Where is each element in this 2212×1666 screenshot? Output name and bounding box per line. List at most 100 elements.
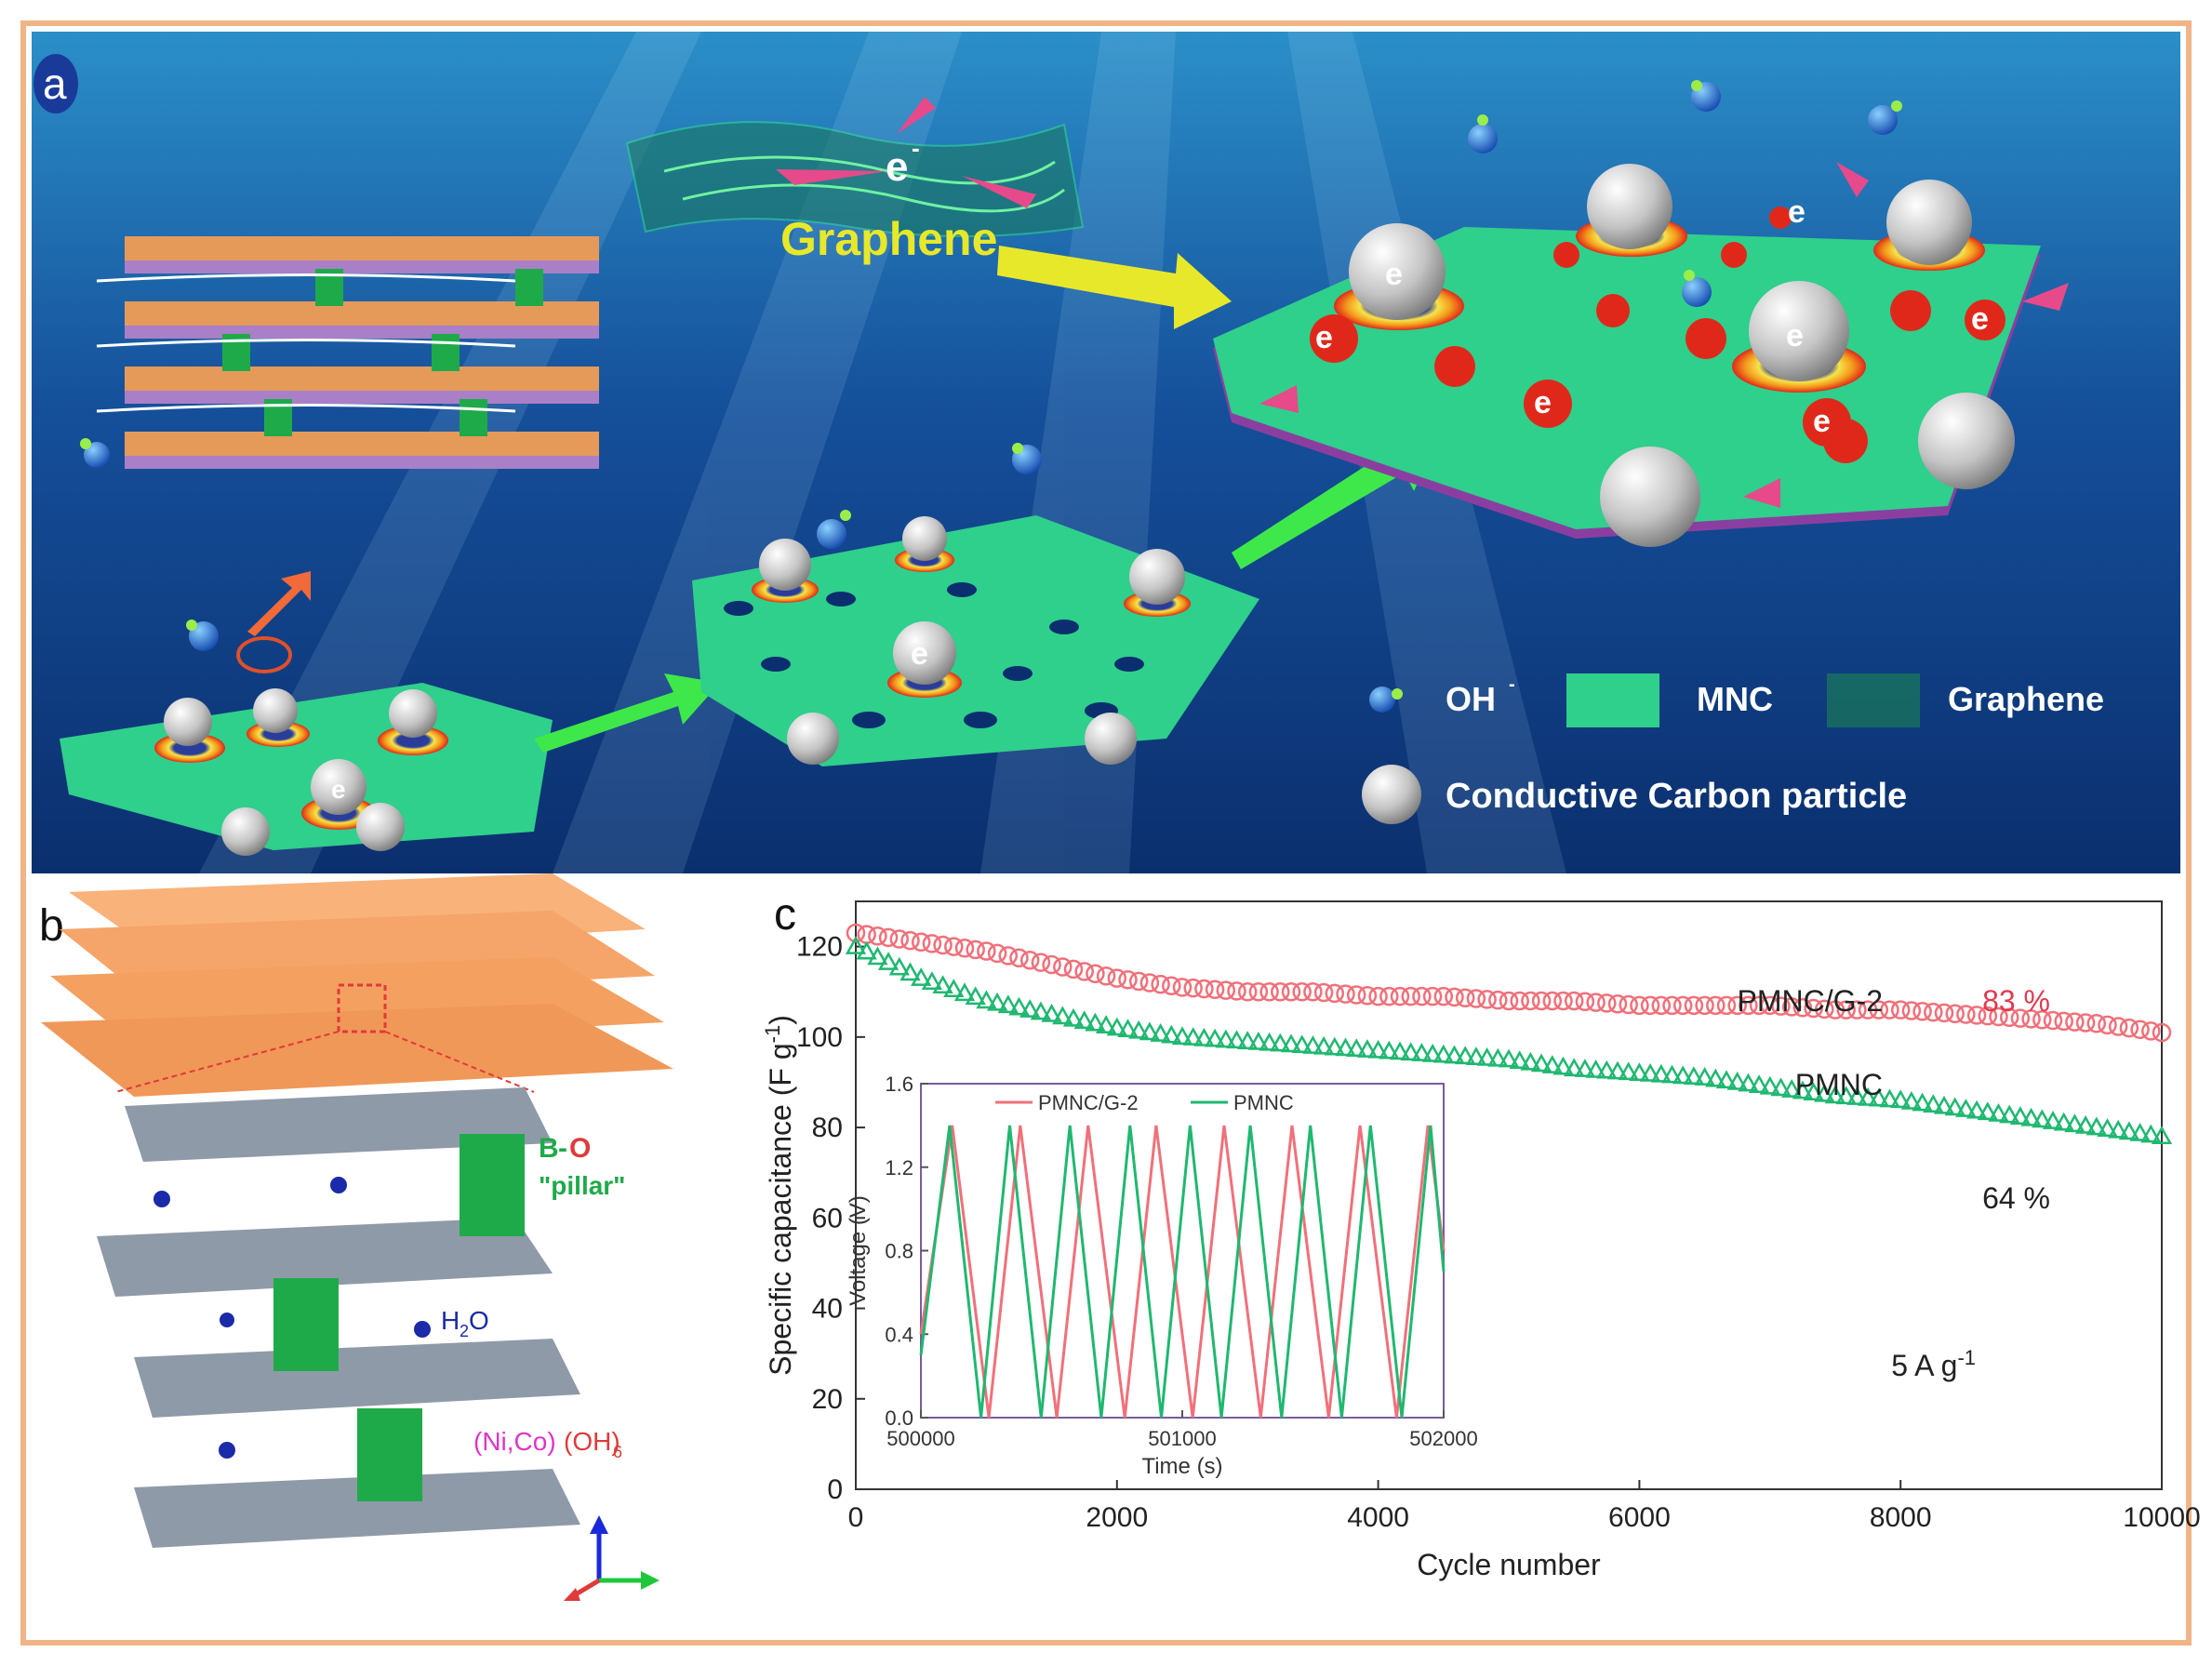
data-point-circle xyxy=(1074,962,1094,981)
series-label-pmnc-g2: PMNC/G-2 xyxy=(1738,984,1883,1018)
data-point-triangle xyxy=(1759,1075,1780,1095)
data-point-triangle xyxy=(1846,1086,1868,1105)
data-point-circle xyxy=(1912,1002,1932,1021)
porous-mnc-sheet xyxy=(692,515,1259,766)
data-point-triangle xyxy=(1574,1059,1596,1077)
legend-graphene-swatch xyxy=(1827,673,1920,727)
data-point-triangle xyxy=(1705,1068,1726,1087)
data-point-circle xyxy=(1455,988,1475,1007)
data-point-circle xyxy=(1422,986,1443,1006)
data-point-triangle xyxy=(1324,1036,1345,1056)
porous-sheet-electron: e xyxy=(911,636,928,672)
data-point-triangle xyxy=(1857,1086,1879,1106)
data-point-triangle xyxy=(1182,1027,1204,1046)
legend-graphene-label: Graphene xyxy=(1948,680,2104,718)
data-point-triangle xyxy=(1672,1065,1694,1085)
data-point-circle xyxy=(1259,981,1279,1002)
data-point-circle xyxy=(1989,1006,2008,1027)
legend-carbon-label: Conductive Carbon particle xyxy=(1446,777,1907,816)
data-point-circle xyxy=(1248,981,1269,1002)
data-point-circle xyxy=(2130,1020,2150,1039)
data-point-triangle xyxy=(1618,1061,1639,1081)
bo-o: O xyxy=(569,1133,591,1164)
graphene-electron-arrows xyxy=(776,97,1036,208)
data-point-triangle xyxy=(1977,1101,1998,1121)
inset-x-axis-label: Time (s) xyxy=(1141,1454,1222,1479)
data-point-triangle xyxy=(1346,1038,1367,1058)
data-point-circle xyxy=(1281,981,1301,1002)
hybrid-electron-arrows xyxy=(1259,162,2069,508)
data-point-triangle xyxy=(1694,1067,1715,1086)
graphene-electron-e: e xyxy=(886,144,908,190)
arrow-graphene-to-hybrid xyxy=(997,246,1232,329)
panel-a-legend: OH - MNC Graphene Conductive Carbon part… xyxy=(1362,673,2104,824)
hybrid-electron-7: e xyxy=(1788,194,1806,230)
data-point-triangle xyxy=(1639,1062,1661,1082)
data-point-triangle xyxy=(1335,1037,1356,1057)
bo-b: B xyxy=(539,1133,559,1164)
data-point-circle xyxy=(868,926,887,946)
data-point-triangle xyxy=(1106,1017,1127,1036)
data-point-circle xyxy=(1488,990,1508,1010)
data-point-triangle xyxy=(1487,1047,1509,1067)
data-point-triangle xyxy=(1650,1063,1672,1083)
oh-ions xyxy=(80,80,1902,651)
data-point-circle xyxy=(1205,980,1225,1000)
x-tick-label: 2000 xyxy=(1086,1502,1148,1533)
graphene-title: Graphene xyxy=(780,213,997,265)
data-point-triangle xyxy=(1770,1077,1792,1097)
hybrid-electron-5: e xyxy=(1813,404,1831,439)
legend-oh-label: OH xyxy=(1446,680,1496,718)
data-point-triangle xyxy=(1661,1064,1683,1084)
inset-legend-label-pmnc: PMNC xyxy=(1233,1091,1294,1114)
data-point-circle xyxy=(1194,979,1214,999)
data-point-triangle xyxy=(1715,1070,1738,1089)
data-point-triangle xyxy=(845,936,867,954)
inset-y-tick-label: 0.4 xyxy=(885,1323,913,1346)
data-point-circle xyxy=(2010,1008,2031,1028)
data-point-circle xyxy=(977,941,996,961)
data-point-triangle xyxy=(1291,1034,1313,1054)
data-point-triangle xyxy=(1944,1097,1965,1116)
data-point-triangle xyxy=(943,979,965,998)
data-point-circle xyxy=(1792,997,1813,1018)
data-point-triangle xyxy=(1781,1079,1803,1098)
pillar-2 xyxy=(273,1278,339,1371)
y-tick-label: 0 xyxy=(827,1474,843,1505)
main-plot-frame xyxy=(855,900,2163,1490)
series-label-pmnc: PMNC xyxy=(1795,1068,1883,1101)
data-point-triangle xyxy=(1465,1046,1487,1065)
data-point-circle xyxy=(1151,974,1170,994)
data-point-circle xyxy=(1531,991,1552,1011)
data-point-circle xyxy=(1739,995,1758,1016)
water-molecule xyxy=(219,1442,235,1459)
data-point-circle xyxy=(1368,986,1388,1006)
data-point-triangle xyxy=(1738,1073,1759,1092)
data-point-triangle xyxy=(1171,1026,1193,1046)
data-point-triangle xyxy=(1552,1056,1574,1075)
data-point-triangle xyxy=(1792,1080,1814,1100)
x-tick-label: 0 xyxy=(848,1502,864,1533)
data-point-circle xyxy=(1999,1007,2019,1028)
inset-y-tick-label: 0.0 xyxy=(885,1406,913,1430)
water-molecule xyxy=(330,1177,347,1193)
data-point-circle xyxy=(1716,995,1737,1016)
data-point-triangle xyxy=(1814,1083,1835,1102)
data-point-circle xyxy=(1945,1004,1965,1023)
data-point-triangle xyxy=(1095,1015,1117,1033)
data-point-triangle xyxy=(1868,1087,1889,1107)
data-point-triangle xyxy=(1824,1085,1846,1104)
graphene-sheet xyxy=(625,121,1085,237)
oh6-label: (OH) xyxy=(564,1427,620,1456)
data-point-circle xyxy=(1009,948,1029,968)
data-point-circle xyxy=(1695,995,1714,1016)
data-point-circle xyxy=(1521,991,1540,1011)
data-point-circle xyxy=(933,935,953,955)
data-point-triangle xyxy=(1062,1007,1085,1027)
zoom-circle xyxy=(236,636,292,673)
panel-a-svg: a e - Graphene xyxy=(32,32,2180,873)
zoom-arrow xyxy=(247,571,311,636)
data-point-circle xyxy=(1445,987,1464,1007)
data-point-triangle xyxy=(1803,1082,1824,1101)
data-point-circle xyxy=(1804,998,1823,1019)
